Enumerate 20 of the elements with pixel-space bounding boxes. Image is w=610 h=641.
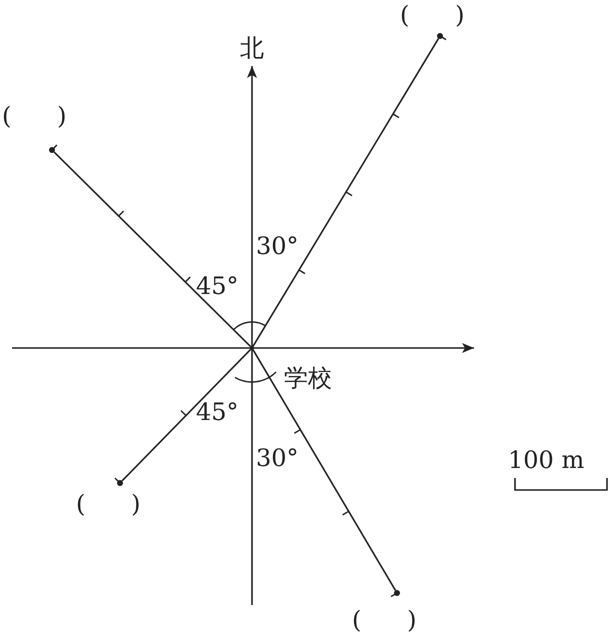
point-dot bbox=[394, 590, 400, 596]
angle-label: 45° bbox=[196, 400, 239, 424]
answer-blank: ( ) bbox=[400, 3, 464, 27]
point-dot bbox=[49, 147, 55, 153]
answer-blank: ( ) bbox=[2, 104, 66, 128]
ray-line bbox=[252, 38, 440, 347]
angle-label: 30° bbox=[256, 234, 299, 258]
answer-blank: ( ) bbox=[352, 608, 416, 632]
point-dot bbox=[437, 33, 443, 39]
direction-label: 北 bbox=[240, 36, 264, 60]
angle-label: 30° bbox=[256, 446, 299, 470]
ray-line bbox=[54, 152, 252, 348]
place-label: 学校 bbox=[284, 366, 332, 390]
answer-blank: ( ) bbox=[76, 492, 140, 516]
angle-label: 45° bbox=[196, 274, 239, 298]
point-dot bbox=[117, 480, 123, 486]
ray-line bbox=[252, 349, 396, 591]
scale-label: 100 m bbox=[508, 448, 584, 472]
point-dot bbox=[250, 346, 254, 350]
ray-line bbox=[122, 348, 252, 482]
